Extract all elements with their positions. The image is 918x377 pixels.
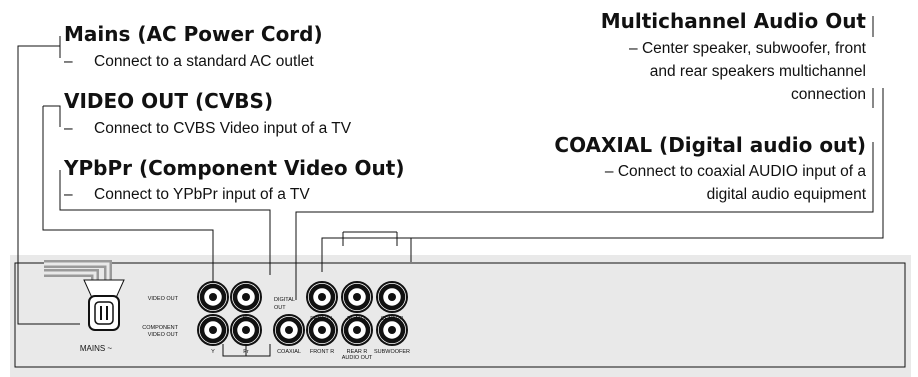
front-r-label: FRONT R: [310, 349, 334, 355]
multichannel-title: Multichannel Audio Out: [600, 9, 866, 33]
mains-desc: – Connect to a standard AC outlet: [64, 50, 314, 73]
multichannel-desc-line-2: and rear speakers multichannel: [649, 63, 866, 80]
center-jack: [377, 282, 407, 312]
video-out-title: VIDEO OUT (CVBS): [64, 89, 274, 113]
digital-label-1: DIGITAL: [274, 297, 295, 303]
leader-lines: [17, 16, 884, 357]
leader-line-video-out: [42, 105, 214, 282]
pr-label: Pr: [243, 349, 249, 355]
ypbpr-desc: – Connect to YPbPr input of a TV: [64, 183, 310, 206]
multichannel-desc: – Center speaker, subwoofer, front and r…: [629, 37, 866, 106]
center-label: CENTER: [381, 316, 404, 322]
ypbpr-title: YPbPr (Component Video Out): [64, 156, 405, 180]
coaxial-label: COAXIAL: [277, 349, 301, 355]
leader-line-multichannel-2: [342, 231, 412, 262]
leader-line-ypbpr: [59, 170, 271, 275]
coaxial-title: COAXIAL (Digital audio out): [554, 133, 866, 157]
front-l-label: FRONT L: [310, 316, 333, 322]
video-out-bullet: –: [64, 120, 73, 137]
multichannel-desc-line-3: connection: [791, 86, 866, 103]
rear-panel-body: [14, 262, 906, 368]
video-out-jack: [198, 282, 228, 312]
leader-line-coaxial: [295, 142, 874, 300]
ypbpr-bullet: –: [64, 186, 73, 203]
front-l-jack: [307, 282, 337, 312]
coaxial-desc-line-1: – Connect to coaxial AUDIO input of a: [604, 163, 866, 180]
coaxial-jack: [274, 315, 304, 345]
pb-jack: [231, 282, 261, 312]
mains-bullet: –: [64, 53, 73, 70]
rear-r-label: REAR R: [347, 349, 368, 355]
y-label: Y: [211, 349, 215, 355]
rear-l-label: REAR L: [347, 316, 367, 322]
subwoofer-label: SUBWOOFER: [374, 349, 410, 355]
digital-label-2: OUT: [274, 305, 286, 311]
y-jack: [198, 315, 228, 345]
component-label-2: VIDEO OUT: [148, 332, 179, 338]
leader-line-multichannel: [321, 16, 884, 272]
leader-line-mains: [17, 36, 80, 325]
pb-label: Pb: [243, 316, 250, 322]
video-out-desc-text: Connect to CVBS Video input of a TV: [94, 120, 352, 137]
audio-out-label: AUDIO OUT: [342, 355, 373, 361]
coaxial-desc: – Connect to coaxial AUDIO input of a di…: [605, 160, 866, 206]
rear-panel: [10, 255, 911, 377]
video-out-desc: – Connect to CVBS Video input of a TV: [64, 117, 351, 140]
coaxial-desc-line-2: digital audio equipment: [706, 186, 866, 203]
multichannel-desc-line-1: – Center speaker, subwoofer, front: [629, 40, 866, 57]
power-cord: [44, 260, 125, 331]
video-out-label: VIDEO OUT: [148, 296, 179, 302]
ypbpr-desc-text: Connect to YPbPr input of a TV: [94, 186, 310, 203]
mains-desc-text: Connect to a standard AC outlet: [94, 53, 314, 70]
rear-l-jack: [342, 282, 372, 312]
mains-title: Mains (AC Power Cord): [64, 22, 323, 46]
component-label-1: COMPONENT: [142, 325, 178, 331]
mains-label: MAINS ~: [80, 344, 113, 353]
